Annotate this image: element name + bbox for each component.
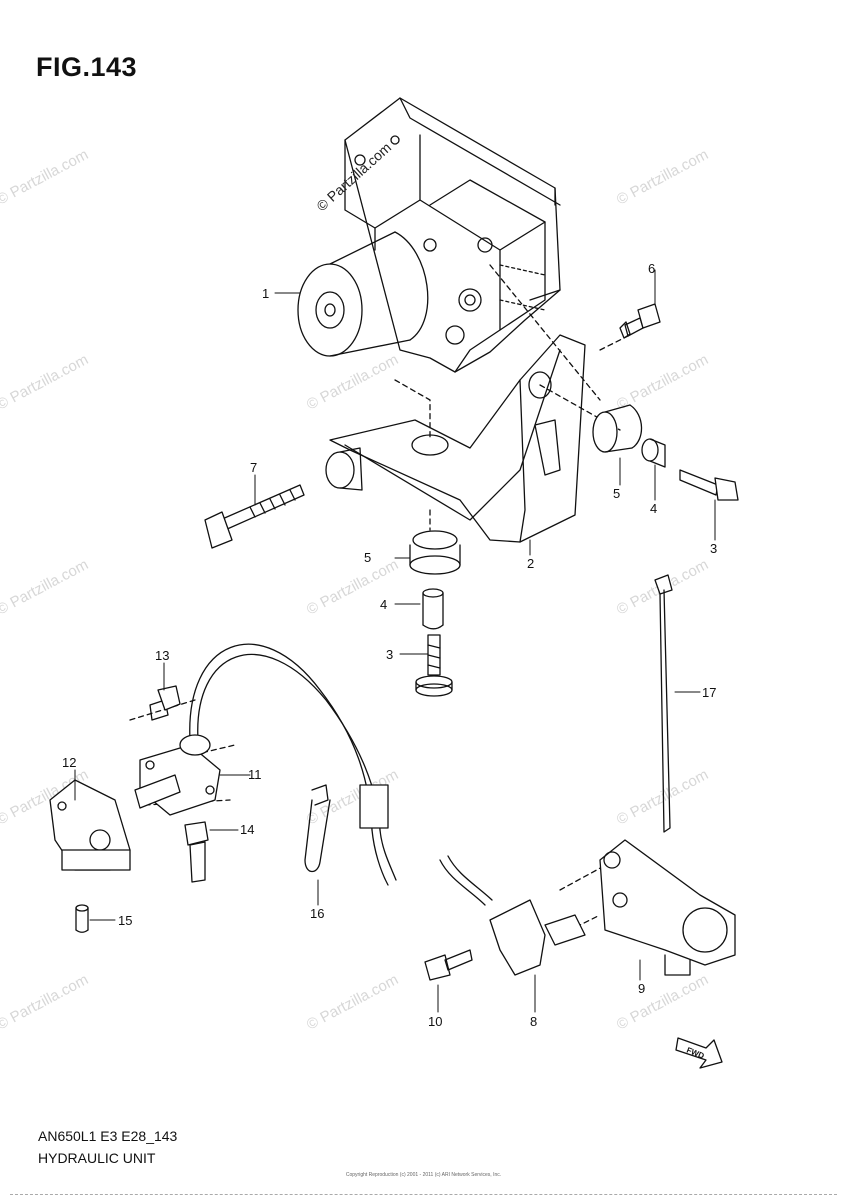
bolt-part-3-lower [415,634,453,697]
forward-arrow-icon [675,1037,723,1069]
watermark-tile: © Partzilla.com [0,556,91,618]
callout-label: 6 [648,261,655,276]
long-bolt-part-7 [204,484,305,549]
callout-label: 4 [380,597,387,612]
sensor-part-8 [439,855,586,976]
bolt-part-10 [424,949,473,981]
bottom-divider [10,1194,837,1195]
clamp-part-16 [304,784,331,873]
sensor-lead-cable [189,643,397,886]
callout-label: 13 [155,648,169,663]
callout-label: 3 [710,541,717,556]
watermark-tile: © Partzilla.com [614,971,711,1033]
diagram-title: HYDRAULIC UNIT [38,1150,156,1166]
callout-label: 9 [638,981,645,996]
callout-label: 14 [240,822,254,837]
model-code: AN650L1 E3 E28_143 [38,1128,178,1144]
callout-label: 11 [248,767,262,782]
callout-label: 5 [364,550,371,565]
hydraulic-unit-part [297,97,561,373]
sensor-bracket-part-12 [49,779,131,871]
collar-part-4-lower [422,588,444,630]
bolt-part-13 [149,685,181,721]
copyright-note: Copyright Reproduction (c) 2001 - 2011 (… [345,1172,502,1178]
cable-tie-part-17 [654,574,673,833]
callout-label: 1 [262,286,269,301]
callout-label: 5 [613,486,620,501]
collar-part-4-right [641,438,666,468]
bolt-part-14 [184,821,209,883]
watermark-tile: © Partzilla.com [0,351,91,413]
callout-label: 3 [386,647,393,662]
grommet-part-5-lower [409,530,461,575]
bolt-part-3-right [679,469,739,501]
watermark-tile: © Partzilla.com [0,146,91,208]
grommet-part-5-right [592,404,643,453]
sensor-bracket-part-9 [599,839,736,976]
bolt-part-6 [619,303,661,339]
watermark-tile: © Partzilla.com [614,351,711,413]
callout-label: 16 [310,906,324,921]
callout-label: 8 [530,1014,537,1029]
callout-label: 15 [118,913,132,928]
watermark-tile: © Partzilla.com [0,971,91,1033]
watermark-tile: © Partzilla.com [304,971,401,1033]
callout-label: 12 [62,755,76,770]
bracket-part [325,334,586,543]
callout-label: 17 [702,685,716,700]
callout-label: 2 [527,556,534,571]
pin-part-15 [75,904,89,933]
callout-label: 7 [250,460,257,475]
sensor-part-11 [134,734,221,816]
watermark-tile: © Partzilla.com [304,351,401,413]
watermark-tile: © Partzilla.com [614,146,711,208]
figure-title: FIG.143 [36,52,138,82]
callout-leaders [74,269,716,1013]
callout-label: 10 [428,1014,442,1029]
callout-label: 4 [650,501,657,516]
callout-labels: 1 2 3 3 4 4 5 5 6 7 8 9 10 11 12 13 14 1… [62,261,717,1029]
